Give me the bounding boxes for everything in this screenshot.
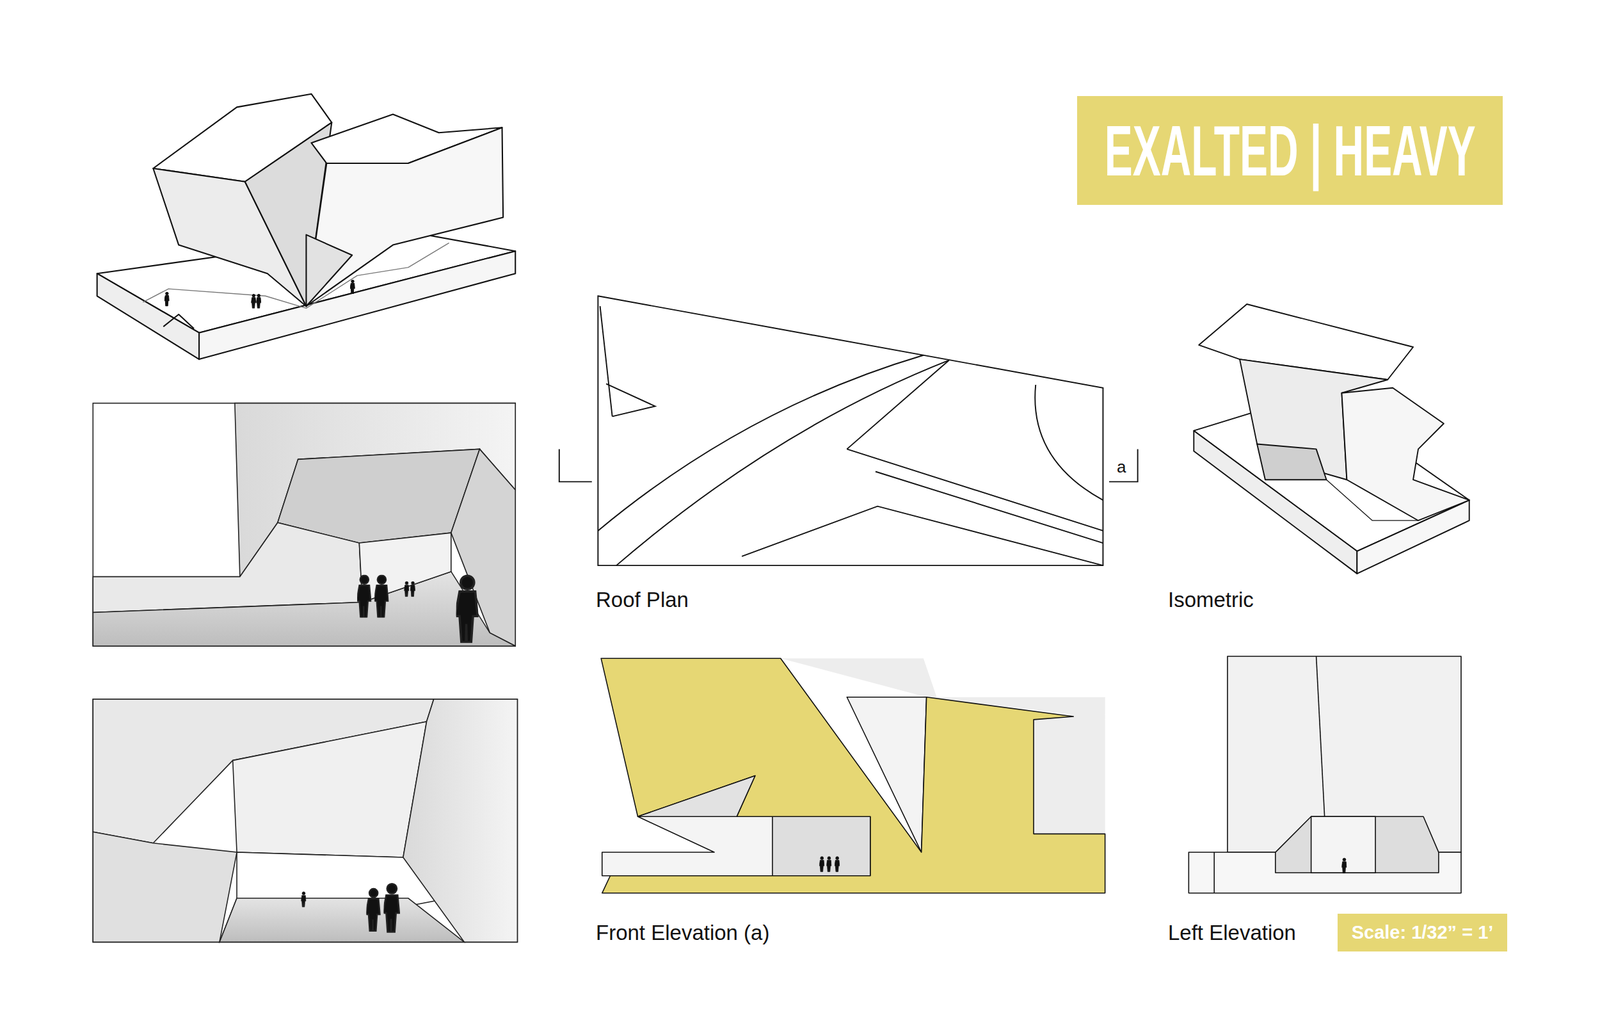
front-elevation [600,657,1105,893]
drawing-label: Roof Plan [595,587,689,612]
section-marker: a [1116,456,1126,477]
drawing-label: Front Elevation (a) [595,920,770,945]
title-text: EXALTED | HEAVY [1104,109,1476,192]
left-elevation [1188,656,1462,893]
perspective-view [97,94,516,360]
interior-render [92,698,518,942]
roof-plan [559,295,1138,566]
title-banner: EXALTED | HEAVY [1077,96,1503,205]
scale-text: Scale: 1/32” = 1’ [1351,921,1494,943]
drawing-label: Left Elevation [1168,920,1296,945]
isometric-view [1193,304,1469,574]
interior-render [92,403,516,646]
drawing-label: Isometric [1168,587,1254,612]
scale-tag: Scale: 1/32” = 1’ [1337,913,1508,952]
